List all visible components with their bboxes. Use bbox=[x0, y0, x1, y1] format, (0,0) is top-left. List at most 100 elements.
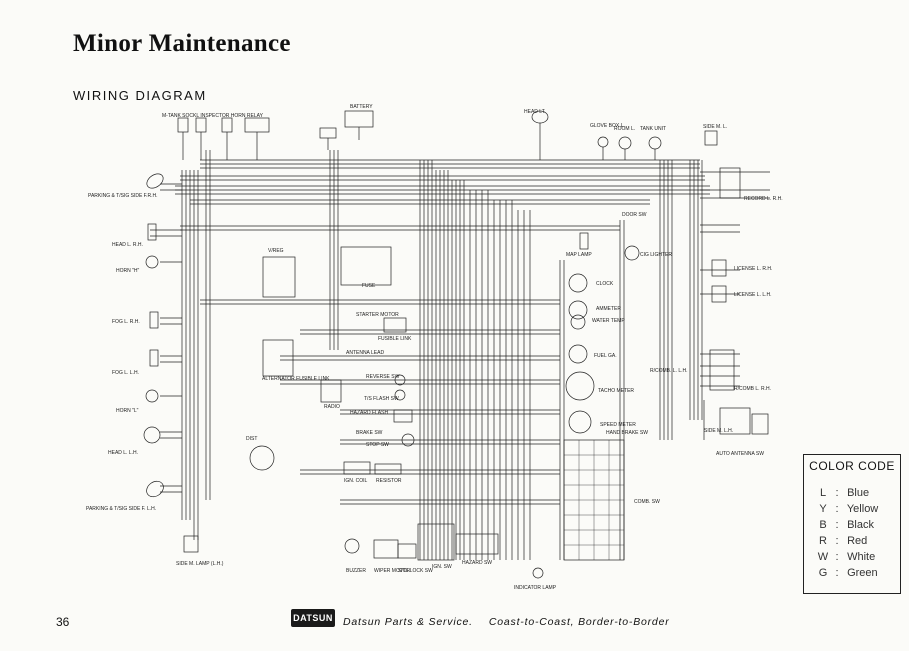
ign-switch-icon bbox=[417, 523, 455, 561]
starter-motor-icon bbox=[383, 317, 407, 333]
tank-unit-icon bbox=[648, 136, 662, 150]
label-wiper: WIPER MOTOR bbox=[374, 568, 411, 574]
license-lamp-lh-icon bbox=[711, 285, 727, 303]
left-components bbox=[143, 173, 199, 553]
rear-components bbox=[709, 167, 769, 435]
label-cig: CIG LIGHTER bbox=[640, 252, 672, 258]
color-code-name: Yellow bbox=[846, 503, 879, 515]
label-side-marker: SIDE M. LAMP (L.H.) bbox=[176, 561, 224, 567]
diagram-labels: BATTERY M-TANK SOCKL INSPECTOR HORN RELA… bbox=[86, 104, 783, 591]
label-vreg: V/REG bbox=[268, 248, 284, 254]
fuel-gauge-icon bbox=[568, 344, 588, 364]
alternator-icon bbox=[262, 339, 294, 377]
rear-comb-rh-icon bbox=[709, 349, 735, 391]
harness-right bbox=[559, 160, 703, 560]
label-battery: BATTERY bbox=[350, 104, 373, 110]
tacho-icon bbox=[565, 371, 595, 401]
label-lock-sw: S/TL LOCK SW bbox=[398, 568, 433, 574]
label-hazard-sw: HAZARD SW bbox=[462, 560, 492, 566]
color-code-row: G: Green bbox=[816, 567, 878, 579]
label-ammeter: AMMETER bbox=[596, 306, 621, 312]
label-fog-rh: FOG L. R.H. bbox=[112, 319, 140, 325]
color-code-name: Blue bbox=[847, 487, 870, 499]
harness-top bbox=[175, 159, 710, 231]
label-flash: T/S FLASH SW bbox=[364, 396, 399, 402]
label-head-rh: HEAD L. R.H. bbox=[112, 242, 143, 248]
label-tacho: TACHO METER bbox=[598, 388, 634, 394]
antenna-box-icon bbox=[751, 413, 769, 435]
radio-icon bbox=[320, 379, 342, 403]
label-ign-sw: IGN. SW bbox=[432, 564, 452, 570]
label-license-rh: LICENSE L. R.H. bbox=[734, 266, 772, 272]
label-rear-comb-rh: R/COMB L. R.H. bbox=[734, 386, 771, 392]
label-buzzer: BUZZER bbox=[346, 568, 366, 574]
head-lamp-lh-icon bbox=[143, 426, 161, 444]
label-headlight-top: HEAD LT bbox=[524, 109, 545, 115]
label-dist: DIST bbox=[246, 436, 257, 442]
color-code-letter: Y bbox=[819, 503, 827, 515]
gauges bbox=[532, 232, 640, 579]
color-code-row: B: Black bbox=[816, 519, 874, 531]
horn-l-icon bbox=[145, 389, 159, 403]
label-resistor: RESISTOR bbox=[376, 478, 402, 484]
footer-slogan: Datsun Parts & Service.Coast-to-Coast, B… bbox=[343, 616, 670, 628]
color-code-letter: L bbox=[819, 487, 827, 499]
color-code-letter: G bbox=[818, 567, 828, 579]
parking-lamp-lh-icon bbox=[146, 480, 164, 498]
color-code-row: Y: Yellow bbox=[816, 503, 878, 515]
label-horn-l: HORN "L" bbox=[116, 408, 139, 414]
color-code-legend: COLOR CODE L: Blue Y: Yellow B: Black R:… bbox=[803, 454, 901, 594]
label-hazard-flash: HAZARD FLASH bbox=[350, 410, 388, 416]
lock-sw-icon bbox=[397, 543, 417, 559]
label-speed: SPEED METER bbox=[600, 422, 636, 428]
hazard-flash-icon bbox=[393, 409, 413, 423]
page-number: 36 bbox=[56, 615, 70, 629]
label-license-lh: LICENSE L. L.H. bbox=[734, 292, 772, 298]
label-stop-sw: STOP SW bbox=[366, 442, 389, 448]
label-horn-h: HORN "H" bbox=[116, 268, 139, 274]
ign-coil-icon bbox=[343, 461, 371, 475]
flash-icon bbox=[394, 389, 406, 401]
parking-lamp-rh-icon bbox=[146, 173, 164, 189]
color-code-letter: W bbox=[817, 551, 829, 563]
label-ign-coil: IGN. COIL bbox=[344, 478, 368, 484]
label-antenna-lead: ANTENNA LEAD bbox=[346, 350, 384, 356]
label-comb-sw: COMB. SW bbox=[634, 499, 660, 505]
label-map-lamp: MAP LAMP bbox=[566, 252, 592, 258]
label-parking-rh: PARKING & T/SIG SIDE F.R.H. bbox=[88, 193, 158, 199]
head-lamp-rh-icon bbox=[147, 223, 157, 241]
label-clock: CLOCK bbox=[596, 281, 614, 287]
label-fuel: FUEL GA. bbox=[594, 353, 617, 359]
stop-sw-icon bbox=[401, 433, 415, 447]
buzzer-icon bbox=[344, 538, 360, 554]
label-door-sw: DOOR SW bbox=[622, 212, 647, 218]
label-fog-lh: FOG L. L.H. bbox=[112, 370, 139, 376]
side-marker-lamp-icon bbox=[183, 535, 199, 553]
label-rear-comb: R/COMB. L. L.H. bbox=[650, 368, 688, 374]
side-marker-top-icon bbox=[704, 130, 718, 146]
label-top-left: M-TANK SOCKL INSPECTOR HORN RELAY bbox=[162, 113, 264, 119]
record-lamp-icon bbox=[719, 167, 741, 199]
label-glove: GLOVE BOX L. bbox=[590, 123, 625, 129]
footer-left-text: Datsun Parts & Service. bbox=[343, 616, 473, 628]
glove-lamp-icon bbox=[597, 136, 609, 148]
color-code-name: Black bbox=[847, 519, 874, 531]
top-components bbox=[177, 110, 718, 160]
map-lamp-icon bbox=[579, 232, 589, 250]
middle-components bbox=[249, 246, 499, 561]
left-connections bbox=[150, 183, 182, 493]
color-code-row: L: Blue bbox=[816, 487, 869, 499]
ammeter-icon bbox=[568, 300, 588, 320]
indicator-lamp-icon bbox=[532, 567, 544, 579]
label-hand-brake: HAND BRAKE SW bbox=[606, 430, 648, 436]
label-auto-antenna: AUTO ANTENNA SW bbox=[716, 451, 764, 457]
auto-antenna-icon bbox=[719, 407, 751, 435]
fog-lamp-lh-icon bbox=[149, 349, 159, 367]
label-tank-unit: TANK UNIT bbox=[640, 126, 666, 132]
comb-switch-grid bbox=[564, 440, 624, 560]
color-code-name: White bbox=[847, 551, 876, 563]
label-fusible: FUSIBLE LINK bbox=[378, 336, 412, 342]
speed-meter-icon bbox=[568, 410, 592, 434]
color-code-name: Red bbox=[847, 535, 868, 547]
